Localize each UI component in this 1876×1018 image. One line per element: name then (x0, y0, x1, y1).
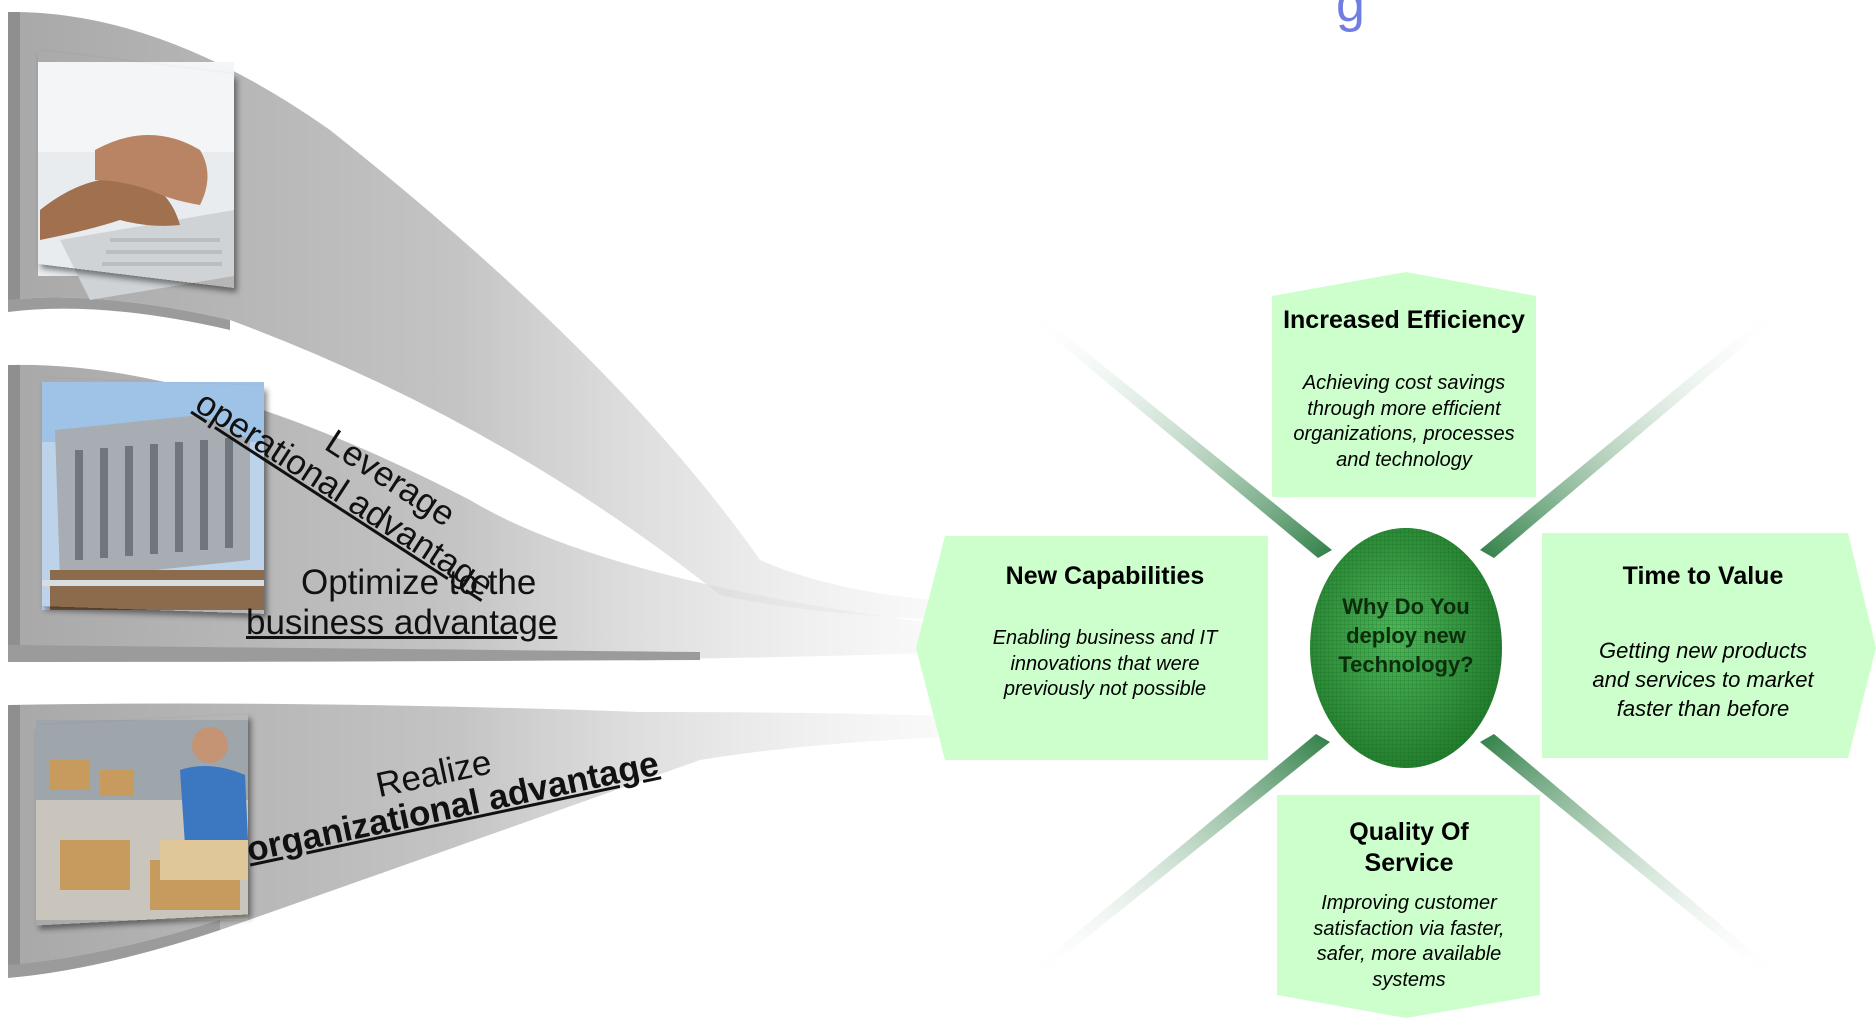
box-new-capabilities-title: New Capabilities (1005, 562, 1205, 590)
ribbon-label-business: Optimize to the business advantage (246, 563, 557, 643)
box-time-to-value: Time to Value Getting new products and s… (1548, 561, 1858, 723)
photo-frame-1 (38, 50, 234, 288)
photo-hands-typing-on-laptop (38, 62, 234, 300)
box-time-to-value-title: Time to Value (1622, 562, 1784, 590)
ribbon-operational (8, 11, 1010, 622)
photo-industrial-building (42, 382, 264, 610)
photo-warehouse-worker (36, 720, 248, 920)
box-quality-of-service-desc: Improving customer satisfaction via fast… (1313, 892, 1505, 991)
box-shapes (916, 272, 1876, 1018)
rays (1022, 312, 1784, 978)
box-new-capabilities-desc: Enabling business and IT innovations tha… (992, 627, 1218, 700)
ribbon-organizational (8, 703, 1010, 978)
ribbon-label-business-line2: business advantage (246, 603, 558, 642)
box-increased-efficiency-desc: Achieving cost savings through more effi… (1293, 372, 1515, 471)
header-title-fragment: g (1336, 0, 1365, 33)
ribbon-label-business-line1: Optimize to the (300, 563, 537, 602)
photo-frame-3 (36, 714, 248, 925)
center-question: Why Do You deploy new Technology? (1338, 594, 1474, 677)
box-increased-efficiency-title: Increased Efficiency (1283, 306, 1525, 334)
box-increased-efficiency: Increased Efficiency Achieving cost savi… (1272, 305, 1536, 473)
box-quality-of-service-title: Quality Of Service (1349, 818, 1469, 877)
box-quality-of-service: Quality Of Service Improving customer sa… (1296, 817, 1522, 993)
box-new-capabilities: New Capabilities Enabling business and I… (960, 561, 1250, 703)
box-time-to-value-desc: Getting new products and services to mar… (1592, 638, 1814, 721)
center-oval (1310, 528, 1502, 768)
